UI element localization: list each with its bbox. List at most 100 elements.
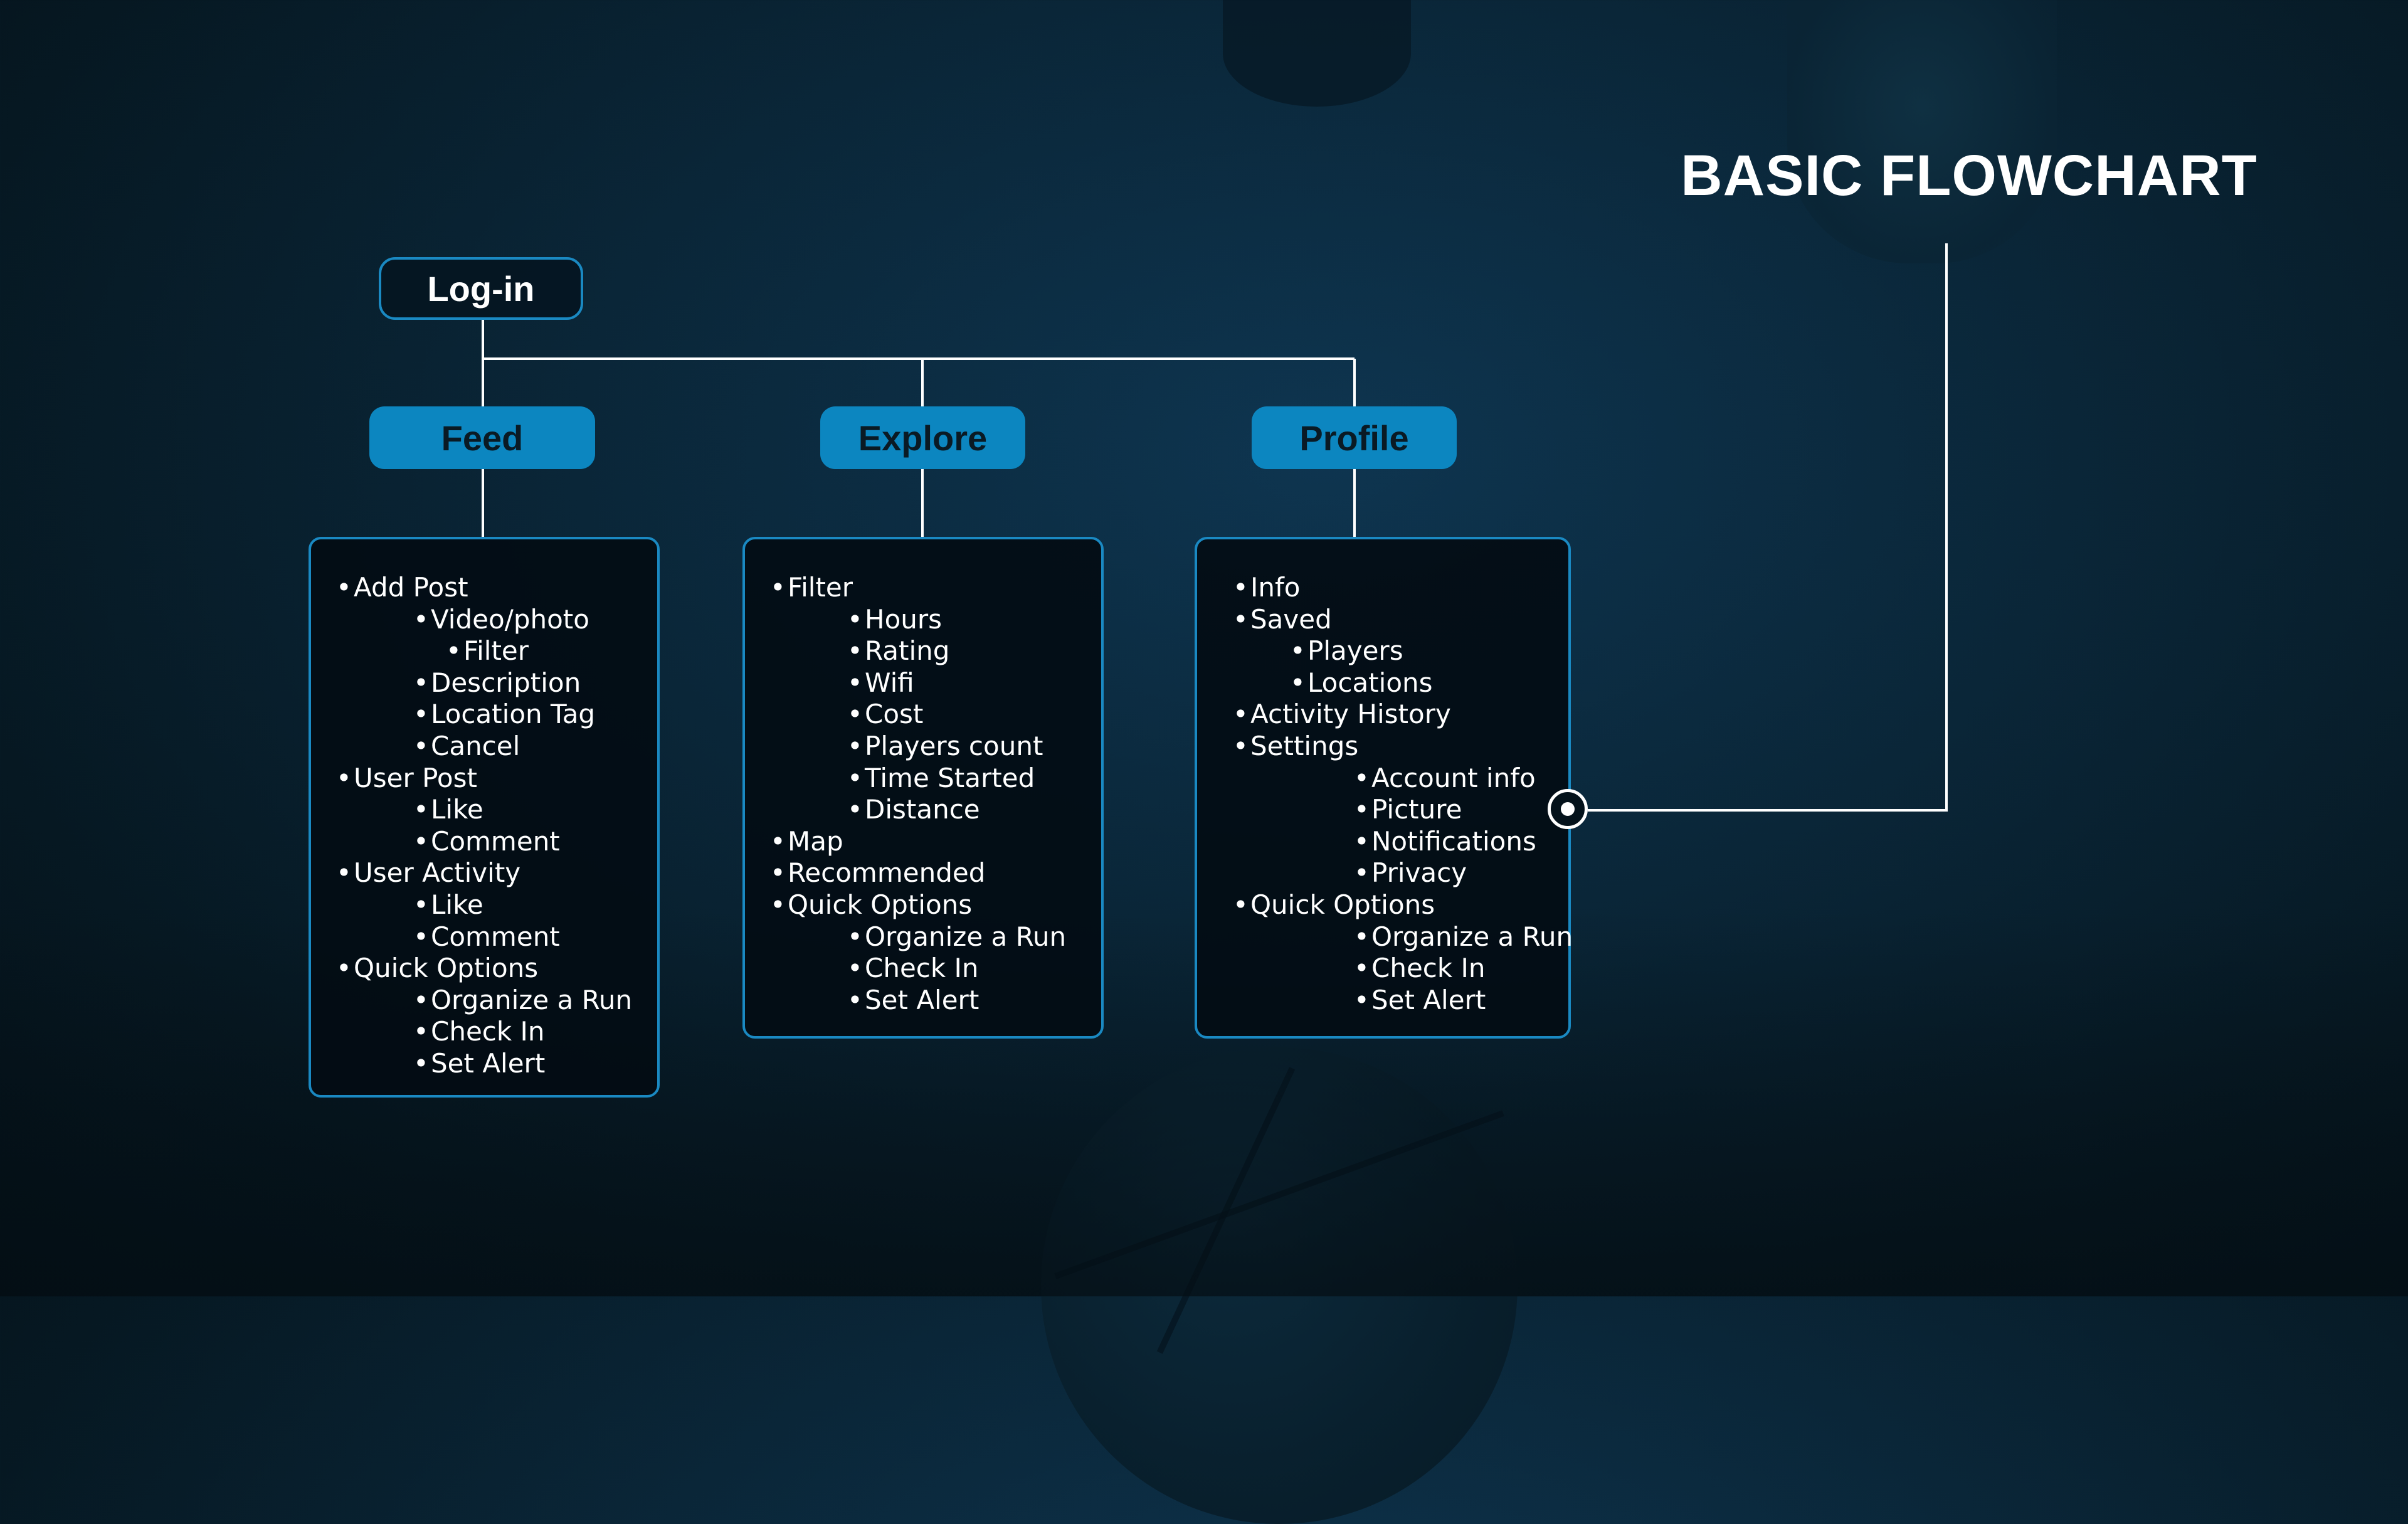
list-item-label: Set Alert — [1371, 984, 1486, 1015]
bullet-icon: • — [336, 762, 352, 793]
list-item-label: Picture — [1371, 794, 1462, 825]
list-item-label: Check In — [1371, 953, 1486, 984]
list-item-label: Activity History — [1250, 699, 1451, 730]
bullet-icon: • — [847, 984, 863, 1015]
list-item: •Players count — [745, 731, 1101, 763]
list-item: •Comment — [311, 921, 657, 953]
list-item: •Like — [311, 889, 657, 921]
bullet-icon: • — [847, 667, 863, 698]
list-item: •User Activity — [311, 857, 657, 889]
list-item: •Players — [1197, 635, 1568, 667]
list-item: •Organize a Run — [311, 985, 657, 1017]
bullet-icon: • — [413, 794, 429, 825]
bullet-icon: • — [413, 699, 429, 730]
node-profile: Profile — [1252, 406, 1457, 469]
list-item: •Cancel — [311, 731, 657, 763]
list-item: •Hours — [745, 604, 1101, 636]
list-item: •Set Alert — [745, 985, 1101, 1017]
bullet-icon: • — [847, 762, 863, 793]
list-item-label: Location Tag — [431, 699, 596, 730]
list-item: •Filter — [311, 635, 657, 667]
bullet-icon: • — [1233, 603, 1249, 635]
list-item: •Rating — [745, 635, 1101, 667]
bullet-icon: • — [336, 572, 352, 603]
list-item: •Notifications — [1197, 826, 1568, 858]
list-item-label: Like — [431, 889, 483, 920]
list-item-label: Set Alert — [431, 1047, 546, 1079]
list-item-label: Add Post — [354, 572, 468, 603]
bullet-icon: • — [1354, 762, 1370, 793]
bullet-icon: • — [413, 921, 429, 952]
connector-dot-icon — [1548, 789, 1588, 829]
list-item: •Saved — [1197, 604, 1568, 636]
bullet-icon: • — [1354, 953, 1370, 984]
bullet-icon: • — [413, 1047, 429, 1079]
list-item-label: Players — [1307, 635, 1403, 667]
bullet-icon: • — [770, 857, 786, 889]
list-item: •Locations — [1197, 667, 1568, 699]
list-item: •Settings — [1197, 731, 1568, 763]
list-item: •Distance — [745, 794, 1101, 826]
list-item-label: Organize a Run — [431, 984, 633, 1015]
list-item: •Set Alert — [1197, 985, 1568, 1017]
list-item-label: Comment — [431, 825, 560, 857]
list-item: •Comment — [311, 826, 657, 858]
list-item-label: Quick Options — [1250, 889, 1435, 920]
list-item: •Activity History — [1197, 699, 1568, 731]
bullet-icon: • — [1233, 699, 1249, 730]
bullet-icon: • — [1290, 635, 1306, 667]
list-item-label: Notifications — [1371, 825, 1536, 857]
list-item-label: Distance — [865, 794, 980, 825]
bullet-icon: • — [847, 921, 863, 952]
list-item-label: Organize a Run — [1371, 921, 1573, 952]
list-item-label: Filter — [463, 635, 529, 667]
list-item-label: Organize a Run — [865, 921, 1067, 952]
list-item: •Filter — [745, 572, 1101, 604]
list-item: •Location Tag — [311, 699, 657, 731]
bullet-icon: • — [1233, 572, 1249, 603]
list-item: •Quick Options — [311, 953, 657, 985]
feed-details-panel: •Add Post•Video/photo•Filter•Description… — [309, 537, 660, 1098]
list-item-label: Saved — [1250, 603, 1332, 635]
list-item-label: Quick Options — [788, 889, 973, 920]
list-item-label: Time Started — [865, 762, 1035, 793]
bullet-icon: • — [847, 953, 863, 984]
explore-item-list: •Filter•Hours•Rating•Wifi•Cost•Players c… — [745, 572, 1101, 1016]
list-item-label: Filter — [788, 572, 853, 603]
bullet-icon: • — [770, 889, 786, 920]
list-item-label: Video/photo — [431, 603, 589, 635]
feed-item-list: •Add Post•Video/photo•Filter•Description… — [311, 572, 657, 1080]
list-item-label: Rating — [865, 635, 950, 667]
list-item-label: Check In — [865, 953, 979, 984]
list-item-label: Set Alert — [865, 984, 980, 1015]
bullet-icon: • — [847, 603, 863, 635]
bullet-icon: • — [1354, 794, 1370, 825]
list-item: •Video/photo — [311, 604, 657, 636]
list-item: •Set Alert — [311, 1048, 657, 1080]
bullet-icon: • — [770, 572, 786, 603]
bullet-icon: • — [336, 953, 352, 984]
list-item-label: Wifi — [865, 667, 914, 698]
list-item-label: Description — [431, 667, 581, 698]
list-item-label: Like — [431, 794, 483, 825]
list-item-label: Comment — [431, 921, 560, 952]
list-item: •Check In — [311, 1016, 657, 1048]
page-title: BASIC FLOWCHART — [1681, 144, 2258, 208]
list-item: •Quick Options — [745, 889, 1101, 921]
bullet-icon: • — [413, 1016, 429, 1047]
list-item: •Add Post — [311, 572, 657, 604]
explore-details-panel: •Filter•Hours•Rating•Wifi•Cost•Players c… — [742, 537, 1104, 1039]
list-item-label: Privacy — [1371, 857, 1467, 889]
list-item-label: Locations — [1307, 667, 1433, 698]
list-item-label: Account info — [1371, 762, 1536, 793]
list-item-label: User Post — [354, 762, 477, 793]
list-item: •Recommended — [745, 857, 1101, 889]
list-item: •Check In — [745, 953, 1101, 985]
bullet-icon: • — [847, 794, 863, 825]
bullet-icon: • — [413, 889, 429, 920]
list-item: •Quick Options — [1197, 889, 1568, 921]
bullet-icon: • — [1233, 889, 1249, 920]
list-item: •Account info — [1197, 763, 1568, 795]
list-item: •Picture — [1197, 794, 1568, 826]
list-item: •Organize a Run — [745, 921, 1101, 953]
